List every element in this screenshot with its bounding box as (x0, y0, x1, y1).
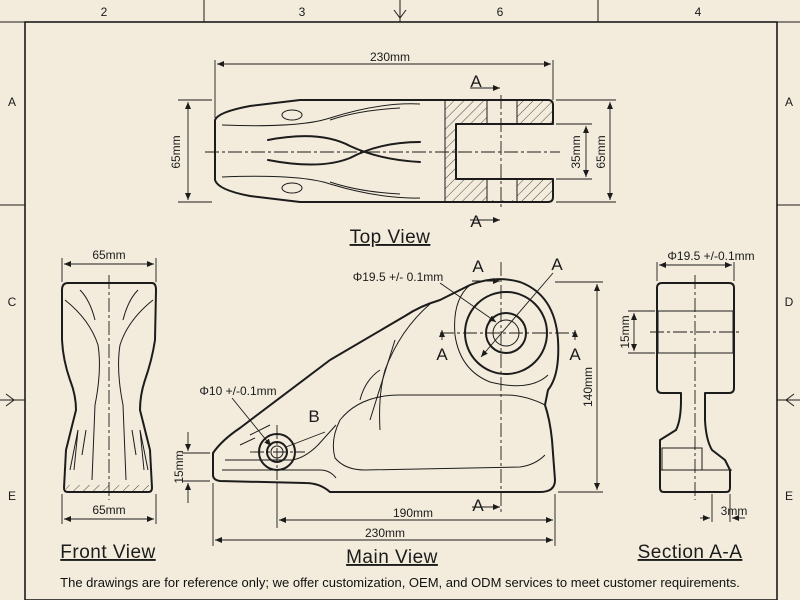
grid-col-label: 6 (497, 5, 504, 19)
grid-row-label: E (8, 489, 16, 503)
section-hole-callout: Φ19.5 +/-0.1mm (667, 249, 754, 263)
section-mark: A (569, 345, 581, 364)
main-view (212, 262, 578, 512)
top-view-dimensions (178, 60, 616, 223)
dim-front-width-top: 65mm (92, 248, 125, 262)
main-small-hole-callout: Φ10 +/-0.1mm (199, 384, 276, 398)
main-view-outline (212, 278, 560, 493)
center-mark-icon (5, 393, 15, 407)
front-view-title: Front View (60, 542, 155, 563)
grid-row-label: A (8, 95, 16, 109)
main-view-dimensions (182, 278, 603, 546)
dim-section-tip: 3mm (721, 504, 748, 518)
section-view (650, 275, 742, 500)
dim-front-width-bottom: 65mm (92, 503, 125, 517)
top-view (205, 95, 560, 208)
section-mark: A (472, 496, 484, 515)
dim-main-height: 140mm (581, 367, 595, 407)
section-dimensions (628, 262, 745, 522)
center-mark-icon (393, 9, 407, 19)
grid-row-label: C (8, 295, 17, 309)
grid-col-label: 4 (695, 5, 702, 19)
dim-section-wall: 15mm (618, 315, 632, 348)
section-view-title: Section A-A (638, 542, 743, 563)
grid-row-label: E (785, 489, 793, 503)
main-view-title: Main View (346, 547, 438, 568)
dim-top-length: 230mm (370, 50, 410, 64)
section-mark: A (472, 257, 484, 276)
footer-note: The drawings are for reference only; we … (60, 575, 740, 590)
section-mark: A (470, 212, 482, 231)
main-large-hole-callout: Φ19.5 +/- 0.1mm (353, 270, 444, 284)
dim-top-inner-width: 35mm (569, 135, 583, 168)
section-outline (656, 282, 735, 493)
grid-col-label: 3 (299, 5, 306, 19)
dim-main-190: 190mm (393, 506, 433, 520)
front-view-dimensions (61, 258, 157, 524)
dim-top-width-right: 65mm (594, 135, 608, 168)
top-view-title: Top View (350, 227, 431, 248)
section-mark: A (470, 72, 482, 91)
grid-row-label: D (785, 295, 794, 309)
dim-top-width-left: 65mm (169, 135, 183, 168)
grid-row-label: A (785, 95, 793, 109)
dim-main-230: 230mm (365, 526, 405, 540)
grid-col-label: 2 (101, 5, 108, 19)
dim-main-base-height: 15mm (172, 450, 186, 483)
section-mark: A (436, 345, 448, 364)
detail-a-label: A (551, 255, 563, 274)
front-view (61, 275, 157, 500)
center-mark-icon (785, 393, 795, 407)
detail-b-label: B (308, 407, 319, 426)
